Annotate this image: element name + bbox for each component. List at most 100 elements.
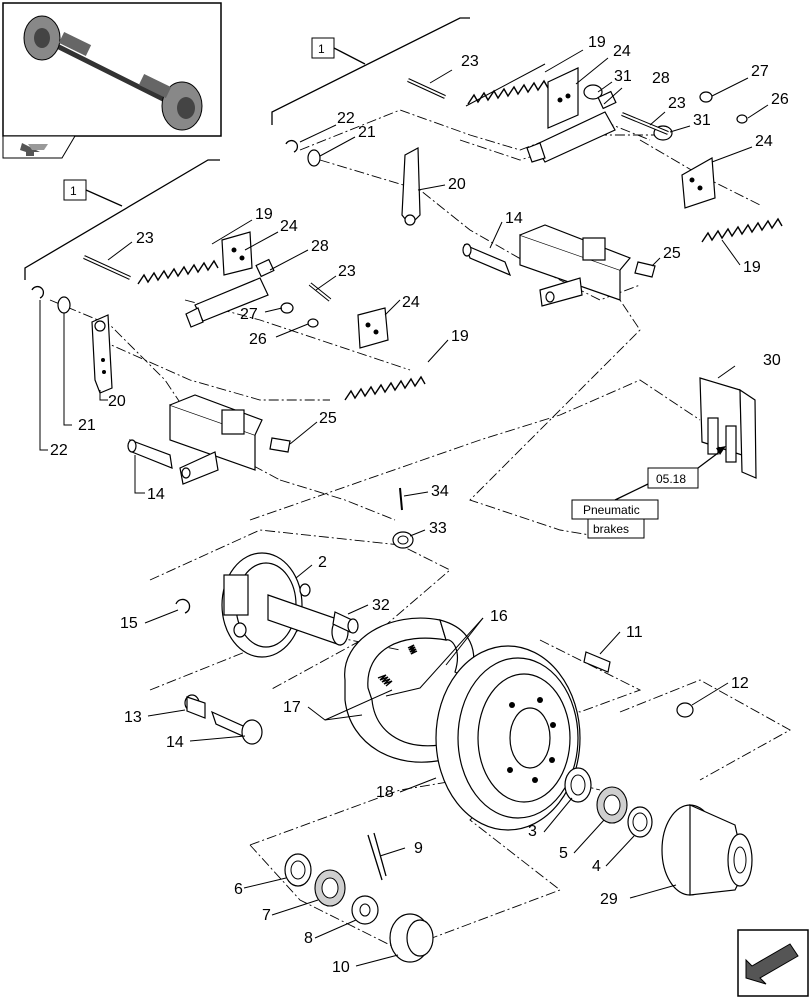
callout-28: 28 <box>311 238 329 255</box>
callout-22: 22 <box>337 110 355 127</box>
hub-29 <box>661 804 753 896</box>
callout-25: 25 <box>319 410 337 427</box>
bearing-5 <box>596 786 628 824</box>
bolt-25-top <box>634 261 656 278</box>
callout-23: 23 <box>136 230 154 247</box>
pin-23-top <box>407 78 446 99</box>
bracket-24-left-a <box>221 231 253 276</box>
ring-4 <box>627 806 653 838</box>
callout-30: 30 <box>763 352 781 369</box>
callout-19: 19 <box>451 328 469 345</box>
callout-3: 3 <box>528 823 537 840</box>
callout-13: 13 <box>124 709 142 726</box>
washer-21-top <box>307 149 321 167</box>
camshaft-14-bottom <box>210 710 263 745</box>
callout-27: 27 <box>240 306 258 323</box>
axle-thumbnail-icon <box>2 2 222 137</box>
washer-26-top <box>736 114 748 124</box>
callout-7: 7 <box>262 907 271 924</box>
callout-31: 31 <box>614 68 632 85</box>
castle-nut-8 <box>351 895 379 925</box>
group-box-top: 1 <box>271 17 470 125</box>
callout-23: 23 <box>338 263 356 280</box>
callout-17: 17 <box>283 699 301 716</box>
callout-19: 19 <box>588 34 606 51</box>
group-number-top: 1 <box>318 42 325 56</box>
camshaft-14-left <box>127 439 173 469</box>
callout-11: 11 <box>626 624 643 641</box>
callout-14: 14 <box>166 734 184 751</box>
callout-12: 12 <box>731 675 749 692</box>
reference-code-box[interactable]: 05.18 <box>647 446 726 489</box>
split-pin-34 <box>399 487 403 511</box>
reference-line-1: Pneumatic <box>583 503 640 517</box>
seal-3 <box>564 767 592 803</box>
axle-beam-left <box>169 394 263 485</box>
callout-21: 21 <box>78 417 96 434</box>
castle-nut-33 <box>392 531 414 549</box>
navigate-arrow-icon[interactable] <box>2 135 76 159</box>
callout-29: 29 <box>600 891 618 908</box>
nut-27-left <box>280 302 294 314</box>
callout-31: 31 <box>693 112 711 129</box>
anchor-plate-2 <box>221 552 349 658</box>
cylinder-28-left <box>185 258 275 328</box>
next-page-arrow-icon[interactable] <box>737 929 809 997</box>
lever-20-top <box>401 147 421 226</box>
callout-10: 10 <box>332 959 350 976</box>
seal-6 <box>284 853 312 887</box>
callout-5: 5 <box>559 845 568 862</box>
callout-19: 19 <box>255 206 273 223</box>
bolt-25-left <box>269 437 291 453</box>
callout-24: 24 <box>755 133 773 150</box>
washer-26-left <box>307 318 319 328</box>
callout-24: 24 <box>613 43 631 60</box>
callout-16: 16 <box>490 608 508 625</box>
lever-20-left <box>91 314 113 394</box>
callout-15: 15 <box>120 615 138 632</box>
callout-22: 22 <box>50 442 68 459</box>
callout-8: 8 <box>304 930 313 947</box>
bracket-24-top-b <box>681 157 716 209</box>
callout-20: 20 <box>448 176 466 193</box>
callout-34: 34 <box>431 483 449 500</box>
stud-11 <box>583 651 611 673</box>
callout-25: 25 <box>663 245 681 262</box>
callout-26: 26 <box>249 331 267 348</box>
spring-19-right <box>701 217 783 243</box>
camshaft-14-top <box>462 243 512 277</box>
callout-21: 21 <box>358 124 376 141</box>
bracket-30 <box>699 377 757 479</box>
callout-23: 23 <box>461 53 479 70</box>
nut-27-top <box>699 91 713 103</box>
callout-20: 20 <box>108 393 126 410</box>
callout-14: 14 <box>147 486 165 503</box>
bushing-13 <box>184 694 206 719</box>
bracket-24-left-b <box>357 307 389 349</box>
nut-12 <box>676 702 694 718</box>
clip-15 <box>175 598 191 614</box>
pneumatic-brakes-box[interactable]: Pneumatic brakes <box>571 483 659 539</box>
callout-2: 2 <box>318 554 327 571</box>
callout-24: 24 <box>402 294 420 311</box>
pin-23-left-b <box>308 282 332 302</box>
leader-lines <box>39 49 769 967</box>
callout-19: 19 <box>743 259 761 276</box>
pin-23-left <box>83 255 131 280</box>
brake-drum-18 <box>435 645 581 831</box>
group-number-left: 1 <box>70 184 77 198</box>
callout-28: 28 <box>652 70 670 87</box>
callout-9: 9 <box>414 840 423 857</box>
group-box-left: 1 <box>24 159 220 280</box>
split-pin-9 <box>367 832 387 881</box>
callout-24: 24 <box>280 218 298 235</box>
callout-26: 26 <box>771 91 789 108</box>
reference-line-2: brakes <box>593 522 629 536</box>
clip-22-top <box>285 140 298 153</box>
callout-numbers: 23 19 24 31 28 23 31 27 26 24 22 21 20 1… <box>50 34 789 976</box>
callout-32: 32 <box>372 597 390 614</box>
spring-19-left-b <box>344 375 426 401</box>
callout-23: 23 <box>668 95 686 112</box>
